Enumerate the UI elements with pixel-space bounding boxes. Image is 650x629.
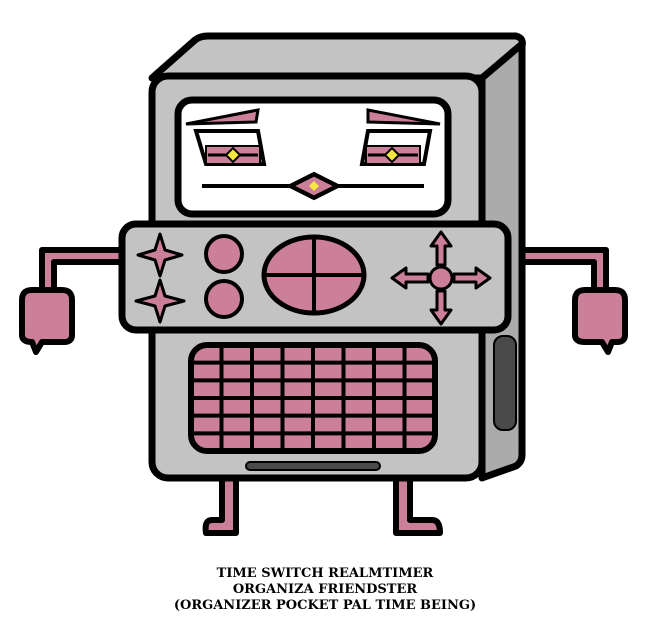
keyboard	[188, 342, 438, 454]
round-button-bottom	[204, 279, 244, 319]
side-vent	[493, 335, 517, 431]
dpad-arrows-icon	[390, 230, 492, 326]
bottom-slot	[245, 461, 381, 471]
left-eyebrow	[185, 108, 260, 126]
right-leg	[393, 475, 443, 536]
left-hand	[19, 287, 75, 355]
screen-face	[174, 96, 452, 218]
round-button-top	[204, 234, 244, 274]
right-eyebrow	[366, 108, 441, 126]
star-button-top	[136, 232, 184, 278]
star-button-bottom	[134, 278, 186, 324]
left-arm	[39, 247, 127, 295]
left-leg	[202, 475, 239, 536]
caption-line-1: TIME SWITCH REALMTIMER	[216, 566, 434, 581]
caption-line-2: ORGANIZA FRIENDSTER	[232, 582, 418, 597]
control-panel	[118, 220, 512, 334]
top-face	[148, 32, 526, 82]
caption-line-3: (ORGANIZER POCKET PAL TIME BEING)	[173, 598, 477, 613]
right-hand	[572, 287, 628, 355]
caption: TIME SWITCH REALMTIMER ORGANIZA FRIENDST…	[0, 566, 650, 614]
